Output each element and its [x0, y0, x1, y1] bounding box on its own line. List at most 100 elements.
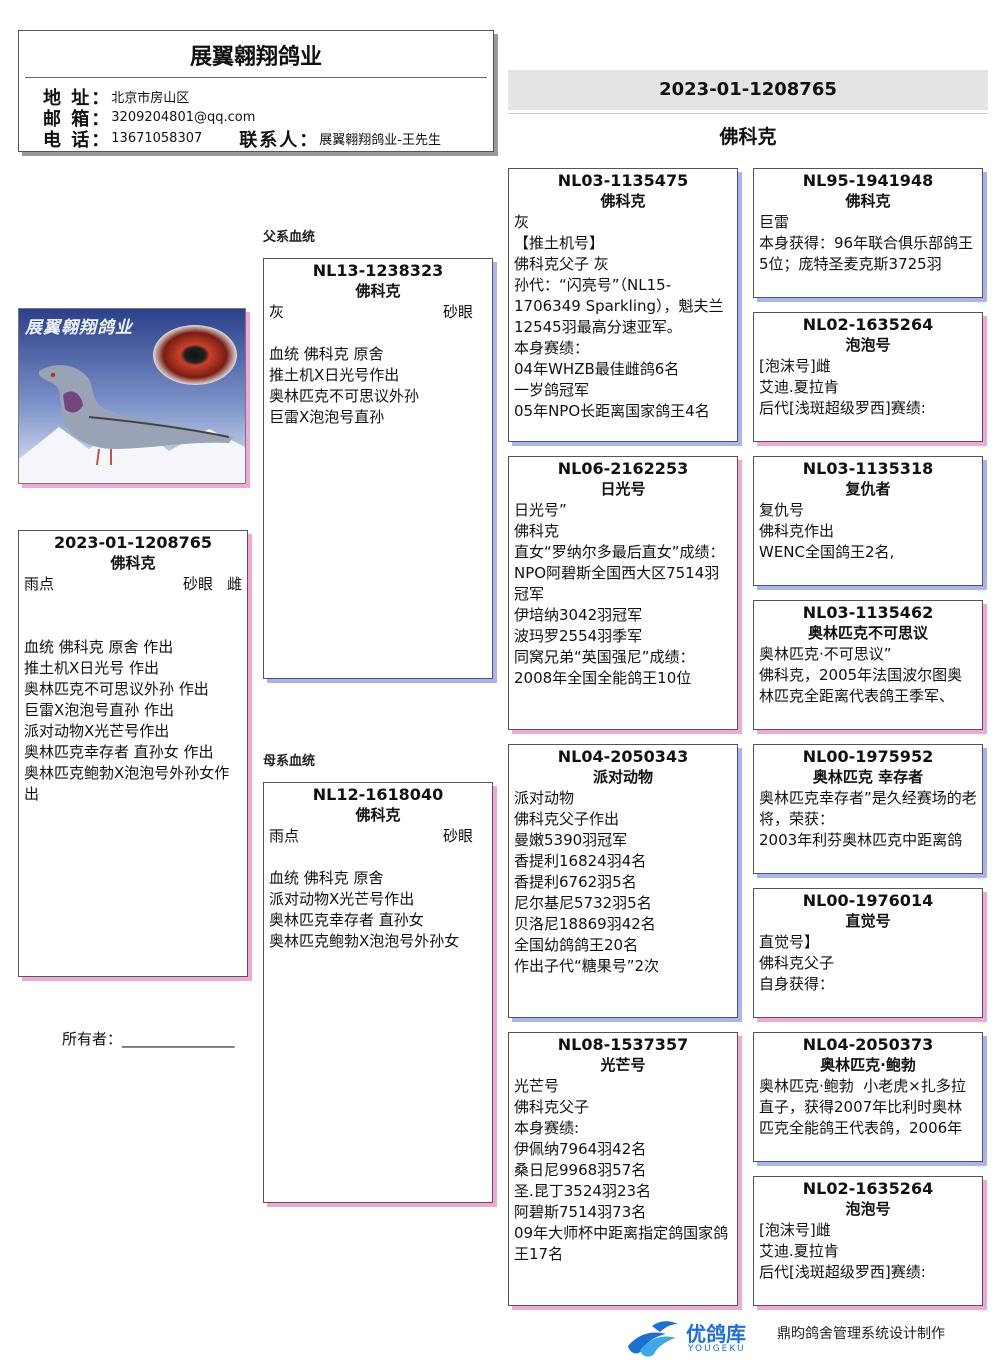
gp-name: 日光号	[600, 480, 646, 498]
email-row: 邮 箱： 3209204801@qq.com	[19, 107, 493, 130]
brand-name: 优鸽库	[686, 1322, 746, 1346]
dam-section-label: 母系血统	[263, 754, 316, 769]
gp-ring: NL04-2050343	[557, 747, 689, 766]
ggp-line: 直觉号】	[759, 933, 820, 951]
ggp-name: 奥林匹克 幸存者	[812, 768, 924, 786]
gp-line: 全国幼鸽鸽王20名	[514, 936, 639, 954]
grandparent-box: NL04-2050343 派对动物 派对动物 佛科克父子作出 曼嫩5390羽冠军…	[508, 744, 738, 1018]
ggp-ring: NL02-1635264	[802, 1179, 934, 1198]
gp-line: 本身赛绩:	[514, 1119, 580, 1137]
ggp-line: 奥林匹克·不可思议”	[759, 645, 892, 663]
subject-sex: 雌	[226, 575, 242, 593]
address-row: 地 址： 北京市房山区	[19, 86, 493, 109]
footer-logo: 优鸽库 YOUGEKU	[622, 1316, 762, 1358]
ggp-ring: NL03-1135318	[802, 459, 934, 478]
gp-line: 桑日尼9968羽57名	[514, 1161, 647, 1179]
ggp-line: 艾迪.夏拉肯	[759, 378, 839, 396]
sire-color: 灰	[269, 303, 285, 321]
grandparent-box: NL08-1537357 光芒号 光芒号 佛科克父子 本身赛绩: 伊佩纳7964…	[508, 1032, 738, 1306]
gp-line: 佛科克父子 灰	[514, 255, 609, 273]
sire-line: 巨雷X泡泡号直孙	[269, 408, 385, 426]
gp-line: 一岁鸽冠军	[514, 381, 590, 399]
ggp-name: 泡泡号	[845, 336, 891, 354]
sire-attrs: 灰 砂眼	[264, 302, 492, 323]
ggp-name: 奥林匹克不可思议	[807, 624, 928, 642]
pigeon-photo-art	[19, 309, 245, 483]
great-grandparent-box: NL03-1135318 复仇者 复仇号 佛科克作出 WENC全国鸽王2名,	[753, 456, 983, 586]
ggp-line: 奥林匹克幸存者”是久经赛场的老将，荣获：	[759, 789, 977, 828]
gp-line: 同窝兄弟“英国强尼”成绩：	[514, 648, 695, 666]
gp-name: 佛科克	[600, 192, 646, 210]
header-divider	[25, 77, 487, 78]
sire-ring: NL13-1238323	[312, 261, 444, 280]
ggp-ring: NL04-2050373	[802, 1035, 934, 1054]
gp-line: 香提利16824羽4名	[514, 852, 647, 870]
subject-line: 巨雷X泡泡号直孙 作出	[24, 701, 175, 719]
gp-line: 波玛罗2554羽季军	[514, 627, 643, 645]
gp-line: 派对动物	[514, 789, 575, 807]
ggp-line: 奥林匹克·鲍勃 小老虎×扎多拉直子，获得2007年比利时奥林匹克全能鸽王代表鸽，…	[759, 1077, 966, 1137]
sire-breed: 佛科克	[355, 282, 401, 300]
gp-line: 灰	[514, 213, 530, 231]
email-value: 3209204801@qq.com	[111, 110, 256, 125]
subject-line: 血统 佛科克 原舍 作出	[24, 638, 174, 656]
subject-box: 2023-01-1208765 佛科克 雨点 砂眼 雌 血统 佛科克 原舍 作出…	[18, 530, 248, 977]
dam-line: 派对动物X光芒号作出	[269, 890, 415, 908]
subject-line: 推土机X日光号 作出	[24, 659, 160, 677]
gp-line: 本身赛绩：	[514, 339, 590, 357]
gp-ring: NL08-1537357	[557, 1035, 689, 1054]
ggp-name: 泡泡号	[845, 1200, 891, 1218]
ggp-line: 复仇号	[759, 501, 805, 519]
great-grandparent-box: NL03-1135462 奥林匹克不可思议 奥林匹克·不可思议” 佛科克，200…	[753, 600, 983, 730]
sire-section-label: 父系血统	[263, 230, 316, 245]
gp-ring: NL03-1135475	[557, 171, 689, 190]
ggp-name: 奥林匹克·鲍勃	[820, 1056, 916, 1074]
gp-line: 直女“罗纳尔多最后直女”成绩：NPO阿碧斯全国西大区7514羽冠军	[514, 543, 725, 603]
contact-value: 展翼翱翔鸽业-王先生	[319, 133, 441, 148]
grandparent-box: NL06-2162253 日光号 日光号” 佛科克 直女“罗纳尔多最后直女”成绩…	[508, 456, 738, 730]
subject-breed: 佛科克	[110, 554, 156, 572]
owner-blank: _______________	[122, 1030, 235, 1048]
great-grandparent-box: NL02-1635264 泡泡号 [泡沫号]雌 艾迪.夏拉肯 后代[浅斑超级罗西…	[753, 1176, 983, 1306]
gp-line: 伊佩纳7964羽42名	[514, 1140, 647, 1158]
ggp-name: 佛科克	[845, 192, 891, 210]
ggp-line: 佛科克，2005年法国波尔图奥林匹克全距离代表鸽王季军、	[759, 666, 963, 705]
gp-line: 2008年全国全能鸽王10位	[514, 669, 692, 687]
address-value: 北京市房山区	[111, 91, 190, 106]
gp-line: 香提利6762羽5名	[514, 873, 637, 891]
address-label: 地 址：	[43, 87, 112, 109]
subject-eye: 砂眼	[182, 575, 213, 593]
footer-credit: 鼎昀鸽舍管理系统设计制作	[777, 1326, 945, 1342]
gp-line: 贝洛尼18869羽42名	[514, 915, 656, 933]
gp-line: 09年大师杯中距离指定鸽国家鸽王17名	[514, 1224, 729, 1263]
gp-line: 尼尔基尼5732羽5名	[514, 894, 652, 912]
great-grandparent-box: NL95-1941948 佛科克 巨雷 本身获得：96年联合俱乐部鸽王5位；庞特…	[753, 168, 983, 298]
ggp-line: 佛科克作出	[759, 522, 835, 540]
sire-line: 血统 佛科克 原舍	[269, 345, 384, 363]
subject-line: 派对动物X光芒号作出	[24, 722, 170, 740]
gp-line: 【推土机号】	[514, 234, 605, 252]
gp-line: 作出子代“糖果号”2次	[514, 957, 660, 975]
ggp-line: 自身获得：	[759, 975, 835, 993]
top-ring: 2023-01-1208765	[659, 79, 837, 100]
dam-breed: 佛科克	[355, 806, 401, 824]
kennel-title: 展翼翱翔鸽业	[189, 45, 322, 70]
top-ring-bar: 2023-01-1208765	[508, 70, 988, 110]
subject-line: 奥林匹克不可思议外孙 作出	[24, 680, 209, 698]
email-label: 邮 箱：	[43, 108, 112, 130]
dam-line: 奥林匹克鲍勃X泡泡号外孙女	[269, 932, 460, 950]
ggp-line: 本身获得：96年联合俱乐部鸽王5位；庞特圣麦克斯3725羽	[759, 234, 974, 273]
gp-ring: NL06-2162253	[557, 459, 689, 478]
subject-ring: 2023-01-1208765	[53, 533, 212, 552]
gp-line: 伊培纳3042羽冠军	[514, 606, 643, 624]
wave-logo-icon	[628, 1321, 678, 1357]
owner-label: 所有者：	[62, 1030, 123, 1048]
owner-field[interactable]: 所有者：_______________	[62, 1028, 235, 1049]
subject-color: 雨点	[24, 575, 55, 593]
top-divider	[508, 113, 988, 114]
ggp-name: 直觉号	[845, 912, 891, 930]
contact-label: 联系人：	[239, 129, 320, 151]
dam-line: 奥林匹克幸存者 直孙女	[269, 911, 424, 929]
ggp-line: 后代[浅斑超级罗西]赛绩:	[759, 1263, 926, 1281]
phone-value: 13671058307	[111, 131, 203, 146]
